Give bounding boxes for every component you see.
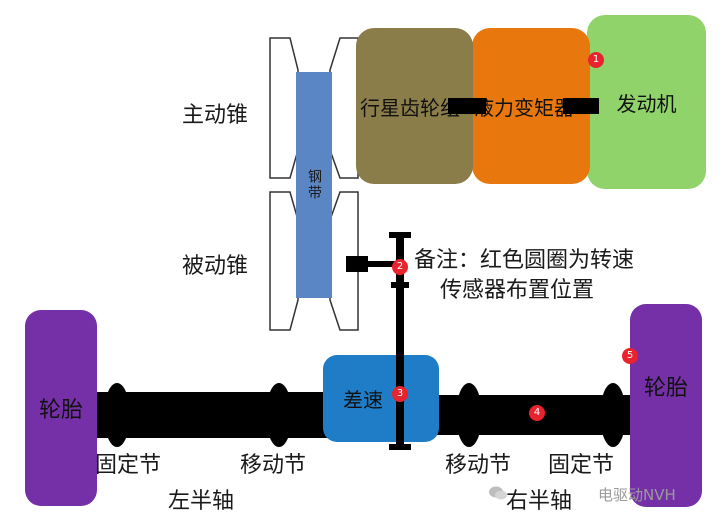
shaft-converter-engine <box>563 98 599 114</box>
right-half-shaft-label: 右半轴 <box>506 489 573 514</box>
gear-tick-2 <box>391 282 409 288</box>
left-tire: 轮胎 <box>25 310 97 506</box>
vertical-transfer-shaft <box>396 234 404 448</box>
differential-box: 差速 <box>323 355 439 442</box>
driven-pulley-left-cone <box>269 191 299 331</box>
differential-label: 差速 <box>343 388 383 412</box>
left-half-shaft-label: 左半轴 <box>168 489 235 514</box>
sensor-marker-3: 3 <box>392 386 408 402</box>
planetary-gear-box: 行星齿轮组 <box>356 28 473 184</box>
right-sliding-joint-label: 移动节 <box>445 453 512 478</box>
left-tire-label: 轮胎 <box>38 398 83 423</box>
drive-pulley-label: 主动锥 <box>182 103 249 128</box>
driven-output-shaft <box>366 261 396 267</box>
wechat-logo-icon <box>488 485 508 501</box>
driven-pulley-label: 被动锥 <box>182 254 249 279</box>
drive-pulley-left-cone <box>269 37 299 179</box>
note-line-2: 传感器布置位置 <box>440 278 595 303</box>
watermark-text: 电驱动NVH <box>598 486 676 504</box>
left-fixed-joint-shape <box>104 383 130 447</box>
left-fixed-joint-label: 固定节 <box>95 453 162 478</box>
right-sliding-joint-shape <box>456 383 482 447</box>
driven-output-stub <box>346 256 368 272</box>
left-sliding-joint-shape <box>266 383 292 447</box>
drive-pulley-right-cone <box>329 37 359 179</box>
right-tire: 轮胎 <box>630 304 702 507</box>
engine-label: 发动机 <box>616 91 677 116</box>
right-fixed-joint-label: 固定节 <box>548 453 615 478</box>
sensor-marker-1: 1 <box>588 52 604 68</box>
sensor-marker-2: 2 <box>392 259 408 275</box>
engine-box: 发动机 <box>587 15 706 189</box>
right-fixed-joint-shape <box>600 383 626 447</box>
shaft-planetary-converter <box>448 98 486 114</box>
left-sliding-joint-label: 移动节 <box>240 453 307 478</box>
steel-belt: 钢带 <box>296 72 332 298</box>
sensor-marker-4: 4 <box>529 405 545 421</box>
planetary-gear-label: 行星齿轮组 <box>360 95 460 120</box>
sensor-marker-5: 5 <box>622 348 638 364</box>
steel-belt-label: 钢带 <box>306 169 322 201</box>
torque-converter-label: 液力变矩器 <box>474 95 574 120</box>
gear-tick-1 <box>389 232 411 238</box>
right-tire-label: 轮胎 <box>643 375 688 401</box>
note-line-1: 备注：红色圆圈为转速 <box>414 248 635 273</box>
